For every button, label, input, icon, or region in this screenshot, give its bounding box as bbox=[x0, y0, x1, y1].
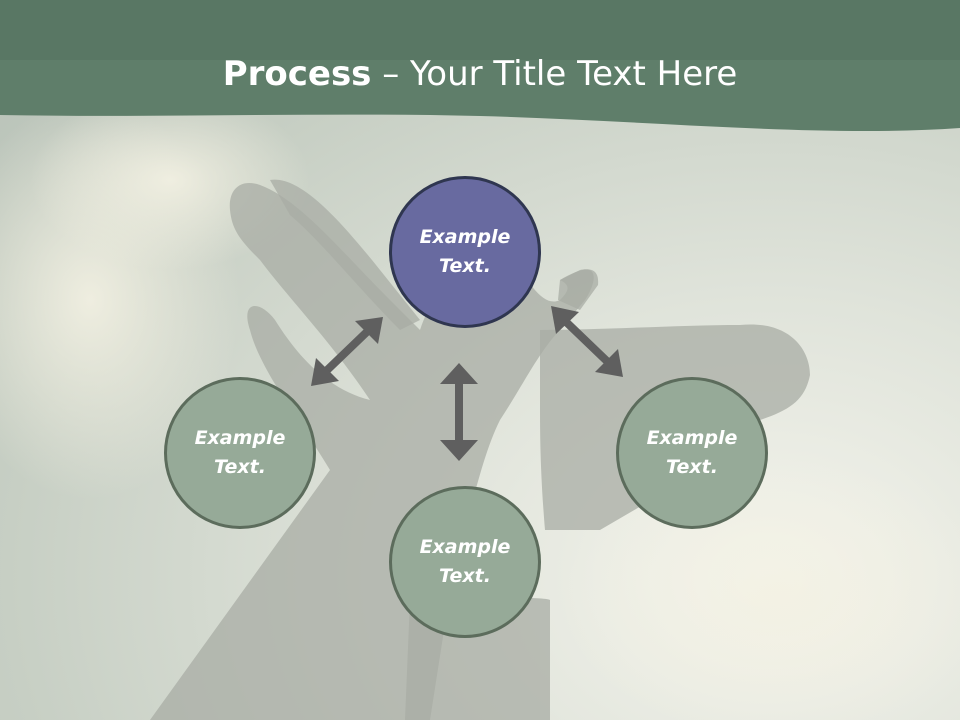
process-step-label: Example Text. bbox=[419, 226, 511, 277]
page-title: Process – Your Title Text Here bbox=[0, 50, 960, 98]
process-step-label: Example Text. bbox=[194, 427, 286, 478]
title-rest: – Your Title Text Here bbox=[371, 54, 738, 94]
process-step-label: Example Text. bbox=[646, 427, 738, 478]
process-step-left[interactable]: Example Text. bbox=[164, 377, 316, 529]
process-step-label: Example Text. bbox=[419, 536, 511, 587]
cloud-shape bbox=[560, 460, 960, 720]
double-arrow-vertical bbox=[440, 363, 478, 461]
title-bold: Process bbox=[222, 54, 372, 94]
header-band bbox=[0, 0, 960, 131]
process-step-top[interactable]: Example Text. bbox=[389, 176, 541, 328]
process-step-bottom[interactable]: Example Text. bbox=[389, 486, 541, 638]
header-band-shade bbox=[0, 0, 960, 60]
double-arrow-right bbox=[551, 306, 623, 377]
double-arrow-left bbox=[311, 317, 383, 386]
process-step-right[interactable]: Example Text. bbox=[616, 377, 768, 529]
